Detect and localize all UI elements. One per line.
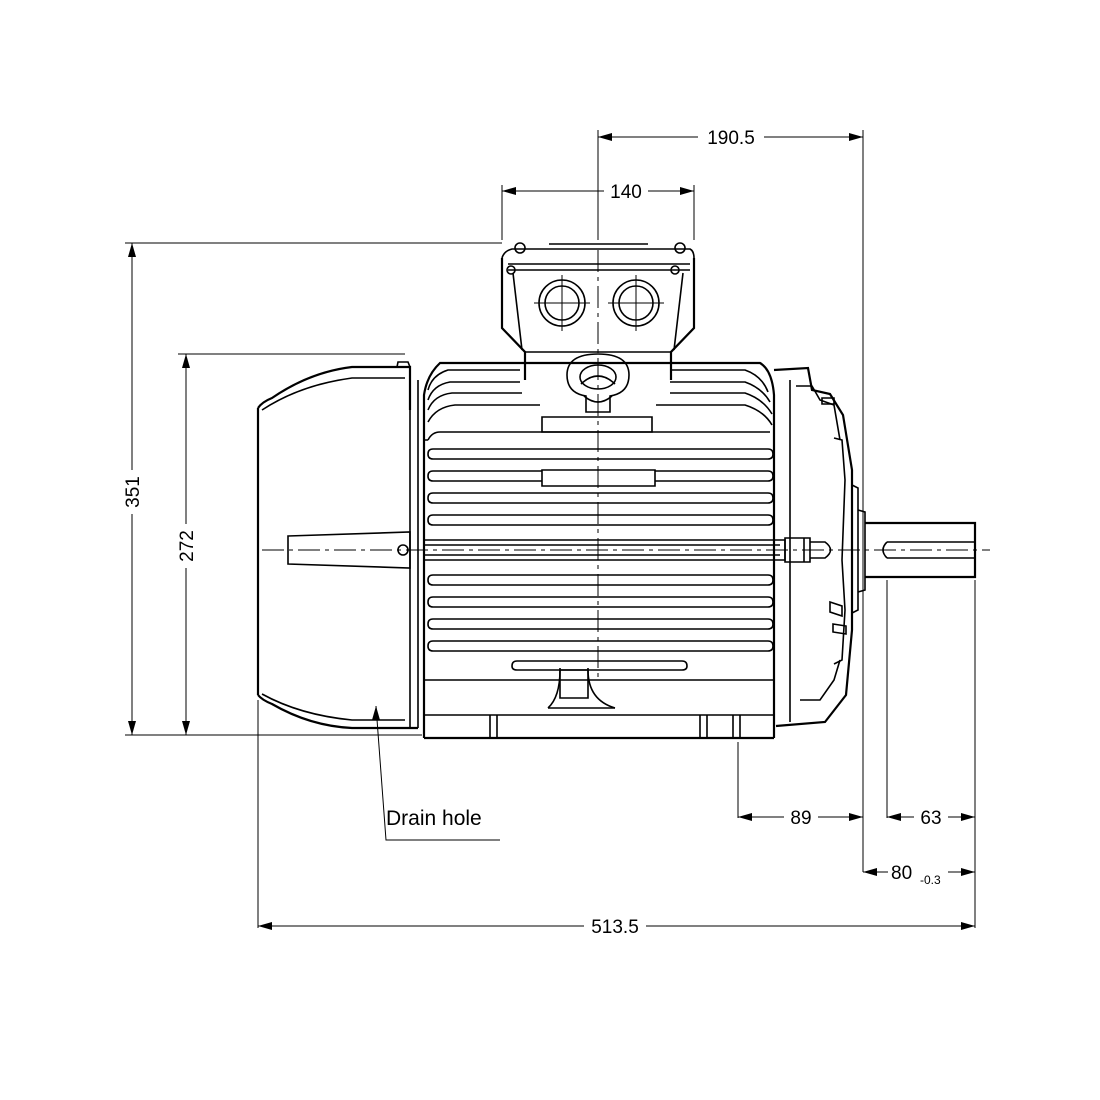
dim-label-shaft-length: 80 — [891, 863, 912, 884]
dim-label-foot-to-shoulder: 89 — [790, 808, 811, 829]
dimension-shaft-length: 80 -0.3 — [863, 858, 975, 887]
dim-label-terminal-box-width: 140 — [610, 182, 642, 203]
dimension-terminal-box-width: 140 — [502, 178, 694, 203]
dimension-total-height: 351 — [120, 243, 144, 735]
dimension-annotations: 190.5 140 351 272 — [120, 124, 976, 938]
dimension-overall-length: 513.5 — [258, 914, 975, 938]
cable-gland-left — [534, 275, 590, 331]
drive-end-shield — [773, 366, 866, 728]
drain-hole-callout: Drain hole — [372, 705, 500, 841]
dim-label-shaft-tolerance: -0.3 — [920, 873, 941, 887]
drain-hole-label: Drain hole — [386, 807, 482, 830]
stator-housing — [422, 361, 786, 740]
dimension-frame-height: 272 — [174, 354, 198, 735]
dim-label-overall-length: 513.5 — [591, 917, 639, 938]
dim-label-top-span: 190.5 — [707, 128, 755, 149]
dimension-top-span: 190.5 — [598, 124, 863, 149]
dim-label-total-height: 351 — [123, 476, 144, 508]
dim-label-shaft-key: 63 — [920, 808, 941, 829]
fan-cowl — [256, 361, 419, 730]
cable-gland-right — [608, 275, 664, 331]
motor-body — [256, 242, 990, 740]
dim-label-frame-height: 272 — [177, 530, 198, 562]
dimension-shaft-key: 63 — [887, 805, 975, 829]
dimension-foot-to-shoulder: 89 — [738, 805, 863, 829]
